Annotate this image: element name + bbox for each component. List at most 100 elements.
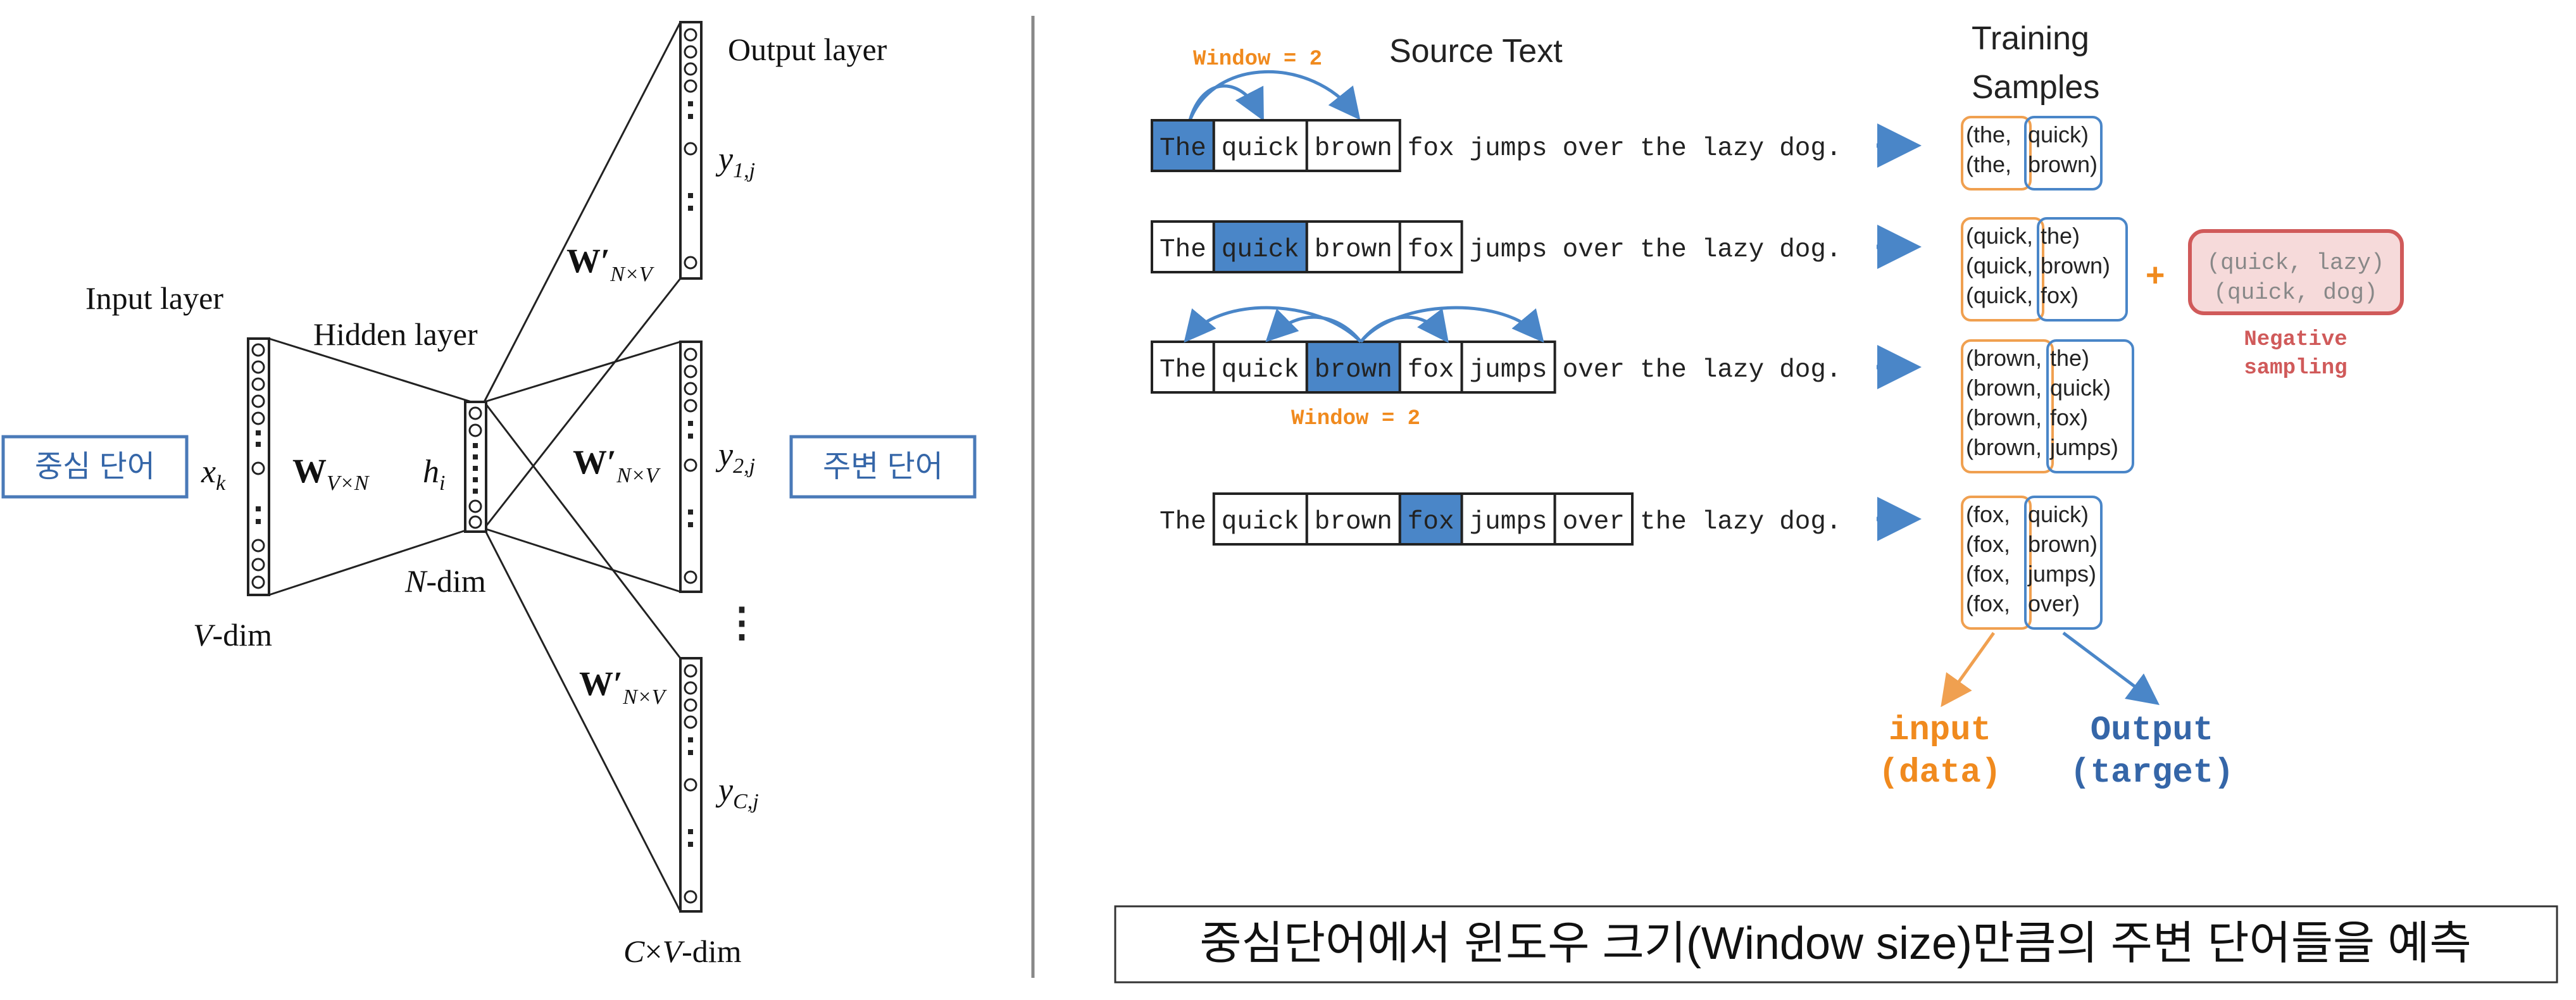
sample-input: (fox, xyxy=(1966,591,2010,616)
input-pointer-arrow xyxy=(1941,632,1996,708)
sentence-word: The xyxy=(1160,356,1206,385)
sample-input: (brown, xyxy=(1966,404,2042,430)
plus-sign: + xyxy=(2146,257,2165,294)
negative-sampling-box: (quick, lazy) (quick, dog) xyxy=(2188,229,2404,315)
sentence-word: fox xyxy=(1408,235,1454,265)
w-output-label-1: W′N×V xyxy=(566,242,655,286)
sentence-word: fox xyxy=(1408,356,1454,385)
word-box-4-3 xyxy=(1305,492,1401,546)
center-word-box: 중심 단어 xyxy=(1,435,189,499)
input-label-1: input xyxy=(1889,711,1991,750)
sample-output: quick) xyxy=(2028,501,2089,527)
sample-group-3: (brown,the)(brown,quick)(brown,fox)(brow… xyxy=(1961,339,2134,473)
sentence-word: over xyxy=(1563,356,1625,385)
sample-output: brown) xyxy=(2028,151,2098,177)
sentence-word: over xyxy=(1563,508,1625,537)
sample-group-2: (quick,the)(quick,brown)(quick,fox) xyxy=(1961,217,2128,322)
hidden-layer-vector xyxy=(464,401,487,533)
word-box-4-6 xyxy=(1553,492,1634,546)
caption-text: 중심단어에서 윈도우 크기(Window size)만큼의 주변 단어들을 예측 xyxy=(1199,918,2471,969)
n-dim-label: N-dim xyxy=(404,563,486,599)
sample-output: jumps) xyxy=(2049,434,2118,460)
output-bracket-4 xyxy=(2024,496,2103,630)
sentence-word: jumps xyxy=(1470,134,1547,163)
negative-sample-1: (quick, lazy) xyxy=(2207,250,2385,276)
window-arrows-row3 xyxy=(1184,306,1544,343)
word-box-2-4 xyxy=(1398,220,1463,273)
output-bracket-2 xyxy=(2037,217,2128,322)
input-layer-vector xyxy=(247,337,270,596)
sentence-word: fox xyxy=(1408,134,1454,163)
input-bracket-1 xyxy=(1961,116,2032,191)
sample-output: over) xyxy=(2028,591,2080,616)
negative-sample-2: (quick, dog) xyxy=(2213,280,2377,306)
y-2-label: y2,j xyxy=(715,437,755,478)
weight-connections xyxy=(268,22,682,912)
output-layer-vector-1 xyxy=(679,21,703,280)
y-1-label: y1,j xyxy=(715,141,755,182)
output-pointer-arrow xyxy=(2062,632,2160,705)
sample-input: (the, xyxy=(1966,122,2011,147)
word-box-2-1 xyxy=(1151,220,1215,273)
sample-groups: (the,quick)(the,brown)(quick,the)(quick,… xyxy=(1961,116,2134,630)
output-label-1: Output xyxy=(2091,711,2213,750)
window-arrow-1b xyxy=(1188,70,1361,121)
x-k-label: xk xyxy=(201,454,226,495)
sentence-word: dog. xyxy=(1779,134,1841,163)
sentence-word: lazy xyxy=(1702,134,1764,163)
hidden-layer-label: Hidden layer xyxy=(313,316,478,352)
caption-box: 중심단어에서 윈도우 크기(Window size)만큼의 주변 단어들을 예측 xyxy=(1114,905,2558,984)
word-box-3-3 xyxy=(1305,341,1401,394)
word-box-3-1 xyxy=(1151,341,1215,394)
sample-output: fox) xyxy=(2050,404,2088,430)
sentence-word: brown xyxy=(1315,235,1392,265)
sentence-word: the xyxy=(1640,235,1687,265)
input-layer-label: Input layer xyxy=(85,280,223,316)
sentence-word: quick xyxy=(1222,134,1299,163)
sentence-word: quick xyxy=(1222,235,1299,265)
sentence-word: brown xyxy=(1315,134,1392,163)
sample-input: (fox, xyxy=(1966,531,2010,557)
input-label-2: (data) xyxy=(1879,754,2001,792)
sentence-word: The xyxy=(1160,508,1206,537)
output-bracket-1 xyxy=(2024,116,2103,191)
sample-input: (fox, xyxy=(1966,561,2010,587)
w-output-label-2: W′N×V xyxy=(573,443,661,487)
context-word-box: 주변 단어 xyxy=(789,435,977,499)
sample-output: the) xyxy=(2050,345,2089,371)
v-dim-label: V-dim xyxy=(193,617,272,653)
sentence-word: jumps xyxy=(1470,508,1547,537)
negative-label-2: sampling xyxy=(2244,356,2347,380)
sample-output: brown) xyxy=(2028,531,2098,557)
sample-input: (quick, xyxy=(1966,253,2033,278)
negative-label-1: Negative xyxy=(2244,328,2347,352)
sentence-word: The xyxy=(1160,134,1206,163)
sample-group-1: (the,quick)(the,brown) xyxy=(1961,116,2103,191)
sentence-word: the xyxy=(1640,134,1687,163)
output-ellipsis: ⋮ xyxy=(722,600,762,645)
sentence-word: the xyxy=(1640,356,1687,385)
sample-output: the) xyxy=(2041,223,2080,249)
training-heading-line2: Samples xyxy=(1972,69,2099,106)
sentence-word: dog. xyxy=(1779,235,1841,265)
sample-input: (quick, xyxy=(1966,223,2033,249)
window-label-top: Window = 2 xyxy=(1193,47,1322,72)
y-c-label: yC,j xyxy=(715,772,759,813)
w-output-label-c: W′N×V xyxy=(579,665,668,709)
h-i-label: hi xyxy=(423,454,445,495)
word-box-4-2 xyxy=(1212,492,1308,546)
sample-output: fox) xyxy=(2041,282,2079,308)
sentence-word: dog. xyxy=(1779,356,1841,385)
output-layer-vector-c xyxy=(679,657,703,913)
row-arrows xyxy=(1877,123,1922,541)
sentence-word: brown xyxy=(1315,356,1392,385)
source-text-heading: Source Text xyxy=(1389,33,1563,70)
sentence-word: brown xyxy=(1315,508,1392,537)
sentence-word: quick xyxy=(1222,356,1299,385)
sentence-word: jumps xyxy=(1470,235,1547,265)
